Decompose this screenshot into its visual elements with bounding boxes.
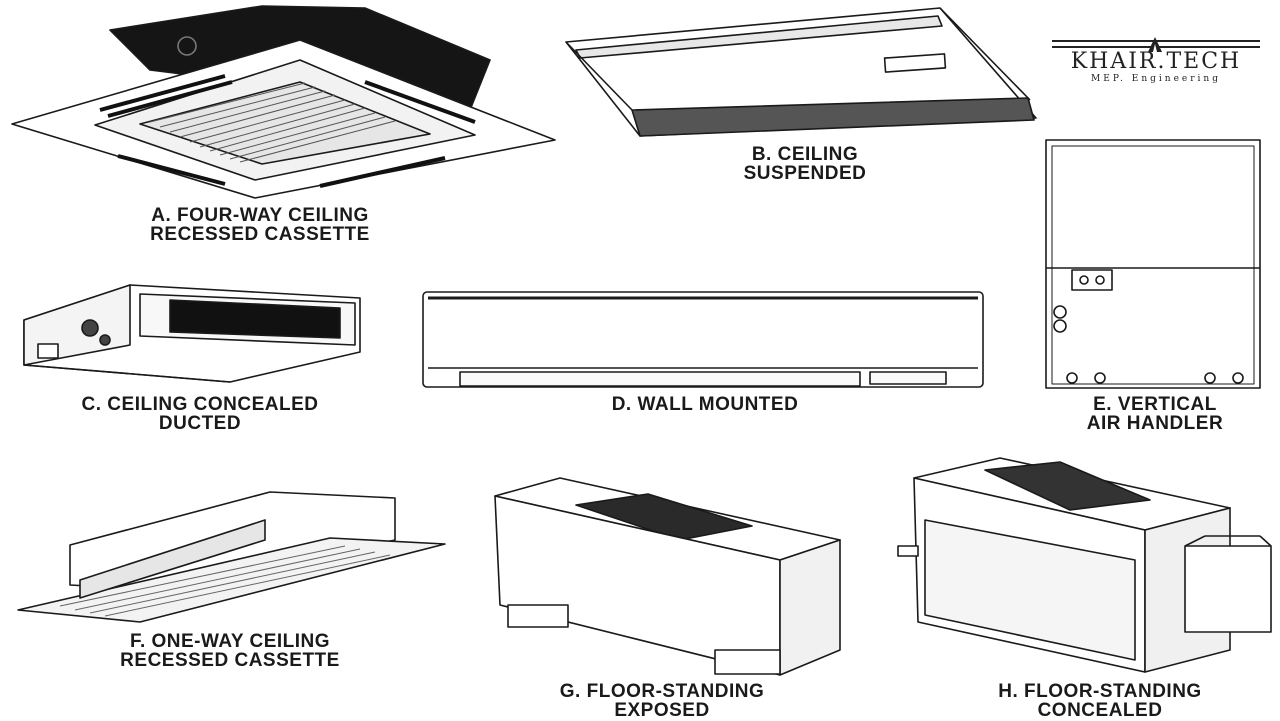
caption-line-2: SUSPENDED	[743, 163, 867, 184]
caption-line-2: RECESSED CASSETTE	[120, 650, 340, 671]
caption-line-1: H. FLOOR-STANDING	[998, 681, 1202, 702]
caption-unit-e: E. VERTICAL AIR HANDLER	[1040, 395, 1270, 433]
caption-unit-c: C. CEILING CONCEALED DUCTED	[0, 395, 400, 433]
unit-c-ceiling-concealed-ducted-drawing	[23, 284, 361, 383]
brand-tagline: MEP. Engineering	[1091, 74, 1221, 84]
caption-unit-h: H. FLOOR-STANDING CONCEALED	[900, 682, 1280, 720]
caption-line-1: D. WALL MOUNTED	[611, 394, 799, 415]
caption-unit-b: B. CEILING SUSPENDED	[655, 145, 955, 183]
caption-line-1: C. CEILING CONCEALED	[81, 394, 319, 415]
caption-line-1: E. VERTICAL	[1093, 394, 1217, 415]
caption-line-2: CONCEALED	[1037, 700, 1163, 721]
unit-g-floor-standing-exposed-drawing	[494, 477, 841, 676]
brand-logo: KHAIR.TECH MEP. Engineering	[1052, 37, 1260, 84]
unit-e-vertical-air-handler-drawing	[1045, 139, 1261, 389]
caption-line-1: A. FOUR-WAY CEILING	[151, 205, 369, 226]
caption-line-2: EXPOSED	[614, 700, 710, 721]
unit-d-wall-mounted-drawing	[422, 291, 984, 388]
caption-line-2: AIR HANDLER	[1086, 413, 1224, 434]
unit-f-one-way-cassette-drawing	[17, 491, 446, 623]
unit-h-floor-standing-concealed-drawing	[897, 457, 1272, 673]
caption-line-2: DUCTED	[158, 413, 242, 434]
caption-line-2: RECESSED CASSETTE	[150, 224, 370, 245]
caption-unit-f: F. ONE-WAY CEILING RECESSED CASSETTE	[30, 632, 430, 670]
caption-unit-a: A. FOUR-WAY CEILING RECESSED CASSETTE	[60, 206, 460, 244]
caption-unit-g: G. FLOOR-STANDING EXPOSED	[462, 682, 862, 720]
brand-name: KHAIR.TECH	[1070, 49, 1242, 74]
caption-line-1: G. FLOOR-STANDING	[559, 681, 765, 702]
caption-line-1: B. CEILING	[751, 144, 859, 165]
tower-logo-icon	[1148, 37, 1162, 52]
caption-line-1: F. ONE-WAY CEILING	[129, 631, 331, 652]
unit-a-four-way-cassette-drawing	[11, 5, 556, 199]
unit-b-ceiling-suspended-drawing	[565, 7, 1037, 137]
caption-unit-d: D. WALL MOUNTED	[505, 395, 905, 414]
